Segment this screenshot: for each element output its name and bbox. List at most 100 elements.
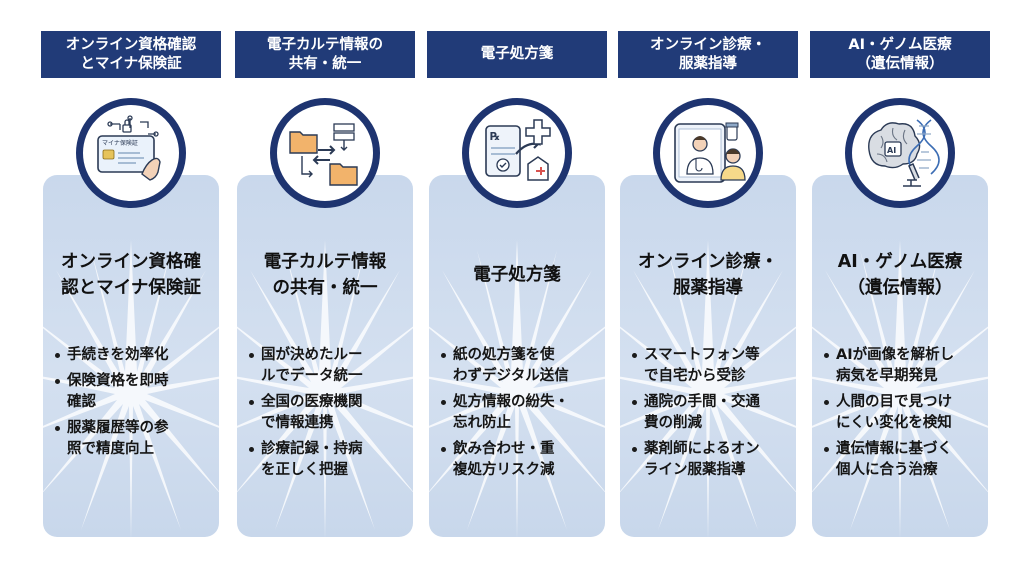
bullet-text: 手続きを効率化 xyxy=(67,347,169,363)
card-title: 電子処方箋 xyxy=(427,245,607,305)
bullet-text: 個人に合う治療 xyxy=(836,462,938,478)
bullet-dot xyxy=(824,447,829,452)
bullet-item: 手続きを効率化 xyxy=(53,345,219,366)
header-line: 電子カルテ情報の xyxy=(267,36,383,53)
bullet-dot xyxy=(632,447,637,452)
bullet-item: 国が決めたルールでデータ統一 xyxy=(247,345,413,387)
bullet-dot xyxy=(55,379,60,384)
e-prescription-icon: ℞ xyxy=(485,119,551,181)
bullet-list: 紙の処方箋を使わずデジタル送信 処方情報の紛失・忘れ防止 飲み合わせ・重複処方リ… xyxy=(439,345,605,486)
bullet-text: 人間の目で見つけ xyxy=(836,394,952,410)
bullet-text: 複処方リスク減 xyxy=(453,462,555,478)
bullet-item: 遺伝情報に基づく個人に合う治療 xyxy=(822,439,988,481)
svg-text:℞: ℞ xyxy=(490,130,500,143)
bullet-item: 紙の処方箋を使わずデジタル送信 xyxy=(439,345,605,387)
header-line: オンライン診療・ xyxy=(650,36,766,53)
title-line: オンライン診療・ xyxy=(638,252,778,272)
bullet-dot xyxy=(441,353,446,358)
column-telemedicine: オンライン診療・ 服薬指導 オンライン診療・ 服薬指導 スマートフォン等で自宅か xyxy=(618,0,798,565)
column-online-eligibility: オンライン資格確認 とマイナ保険証 マイナ保険証 オンライン資格確 認とマイナ保… xyxy=(41,0,221,565)
bullet-dot xyxy=(55,426,60,431)
bullet-list: AIが画像を解析し病気を早期発見 人間の目で見つけにくい変化を検知 遺伝情報に基… xyxy=(822,345,988,486)
bullet-item: スマートフォン等で自宅から受診 xyxy=(630,345,796,387)
bullet-dot xyxy=(249,400,254,405)
title-line: 服薬指導 xyxy=(673,278,743,298)
title-line: 認とマイナ保険証 xyxy=(61,278,201,298)
column-header: オンライン診療・ 服薬指導 xyxy=(618,31,798,78)
bullet-list: 国が決めたルールでデータ統一 全国の医療機関で情報連携 診療記録・持病を正しく把… xyxy=(247,345,413,486)
bullet-text: 保険資格を即時 xyxy=(67,373,169,389)
bullet-text: ルでデータ統一 xyxy=(261,368,363,384)
header-line: 共有・統一 xyxy=(288,55,362,72)
bullet-text: 病気を早期発見 xyxy=(836,368,938,384)
bullet-text: 遺伝情報に基づく xyxy=(836,441,952,457)
bullet-text: AIが画像を解析し xyxy=(836,347,955,363)
header-line: 服薬指導 xyxy=(679,55,737,72)
icon-circle xyxy=(270,98,380,208)
bullet-text: 費の削減 xyxy=(644,415,702,431)
bullet-dot xyxy=(249,447,254,452)
bullet-text: にくい変化を検知 xyxy=(836,415,952,431)
bullet-dot xyxy=(824,400,829,405)
header-line: （遺伝情報） xyxy=(856,55,944,72)
bullet-dot xyxy=(632,353,637,358)
title-line: AI・ゲノム医療 xyxy=(837,252,963,272)
bullet-text: を正しく把握 xyxy=(261,462,348,478)
bullet-dot xyxy=(55,353,60,358)
header-line: 電子処方箋 xyxy=(480,46,554,62)
bullet-text: ライン服薬指導 xyxy=(644,462,746,478)
ai-brain-dna-icon: AI xyxy=(868,119,940,187)
bullet-item: 全国の医療機関で情報連携 xyxy=(247,392,413,434)
header-line: とマイナ保険証 xyxy=(80,55,182,72)
title-line: の共有・統一 xyxy=(272,278,378,298)
bullet-text: 忘れ防止 xyxy=(453,415,511,431)
bullet-text: スマートフォン等 xyxy=(644,347,760,363)
bullet-item: 通院の手間・交通費の削減 xyxy=(630,392,796,434)
column-ehr-sharing: 電子カルテ情報の 共有・統一 電子カルテ情報 の共有・統一 国が決めたルールでデ… xyxy=(235,0,415,565)
icon-circle: AI xyxy=(845,98,955,208)
column-ai-genome: AI・ゲノム医療 （遺伝情報） AI AI・ゲノム医療 （遺伝情報） AIが画像… xyxy=(810,0,990,565)
bullet-dot xyxy=(632,400,637,405)
bullet-text: 照で精度向上 xyxy=(67,441,154,457)
folder-exchange-icon xyxy=(289,123,358,186)
bullet-text: で自宅から受診 xyxy=(644,368,746,384)
bullet-list: 手続きを効率化 保険資格を即時確認 服薬履歴等の参照で精度向上 xyxy=(53,345,219,465)
bullet-item: 処方情報の紛失・忘れ防止 xyxy=(439,392,605,434)
card-title: オンライン診療・ 服薬指導 xyxy=(618,245,798,305)
bullet-item: 薬剤師によるオンライン服薬指導 xyxy=(630,439,796,481)
card-title: オンライン資格確 認とマイナ保険証 xyxy=(41,245,221,305)
title-line: （遺伝情報） xyxy=(847,278,953,298)
bullet-text: 診療記録・持病 xyxy=(261,441,363,457)
bullet-text: 通院の手間・交通 xyxy=(644,394,760,410)
title-line: 電子カルテ情報 xyxy=(263,252,387,272)
card-label: マイナ保険証 xyxy=(102,139,138,147)
column-header: オンライン資格確認 とマイナ保険証 xyxy=(41,31,221,78)
icon-circle: マイナ保険証 xyxy=(76,98,186,208)
bullet-text: 処方情報の紛失・ xyxy=(453,394,569,410)
bullet-text: 飲み合わせ・重 xyxy=(453,441,555,457)
bullet-list: スマートフォン等で自宅から受診 通院の手間・交通費の削減 薬剤師によるオンライン… xyxy=(630,345,796,486)
bullet-text: 国が決めたルー xyxy=(261,347,363,363)
bullet-item: AIが画像を解析し病気を早期発見 xyxy=(822,345,988,387)
my-number-card-icon: マイナ保険証 xyxy=(97,115,161,181)
title-line: オンライン資格確 xyxy=(61,252,201,272)
bullet-item: 保険資格を即時確認 xyxy=(53,371,219,413)
icon-circle: ℞ xyxy=(462,98,572,208)
bullet-dot xyxy=(249,353,254,358)
header-line: AI・ゲノム医療 xyxy=(848,36,952,53)
bullet-text: わずデジタル送信 xyxy=(453,368,569,384)
bullet-text: 全国の医療機関 xyxy=(261,394,363,410)
card-title: 電子カルテ情報 の共有・統一 xyxy=(235,245,415,305)
bullet-item: 人間の目で見つけにくい変化を検知 xyxy=(822,392,988,434)
column-e-prescription: 電子処方箋 ℞ 電子処方箋 紙の処方箋を使わずデジタル送信 処方情報の紛失・忘れ… xyxy=(427,0,607,565)
card-title: AI・ゲノム医療 （遺伝情報） xyxy=(810,245,990,305)
bullet-dot xyxy=(441,400,446,405)
column-header: 電子カルテ情報の 共有・統一 xyxy=(235,31,415,78)
svg-text:AI: AI xyxy=(887,146,896,155)
bullet-text: 紙の処方箋を使 xyxy=(453,347,555,363)
bullet-text: 確認 xyxy=(67,394,96,410)
column-header: AI・ゲノム医療 （遺伝情報） xyxy=(810,31,990,78)
bullet-text: で情報連携 xyxy=(261,415,334,431)
icon-circle xyxy=(653,98,763,208)
title-line: 電子処方箋 xyxy=(473,265,561,285)
